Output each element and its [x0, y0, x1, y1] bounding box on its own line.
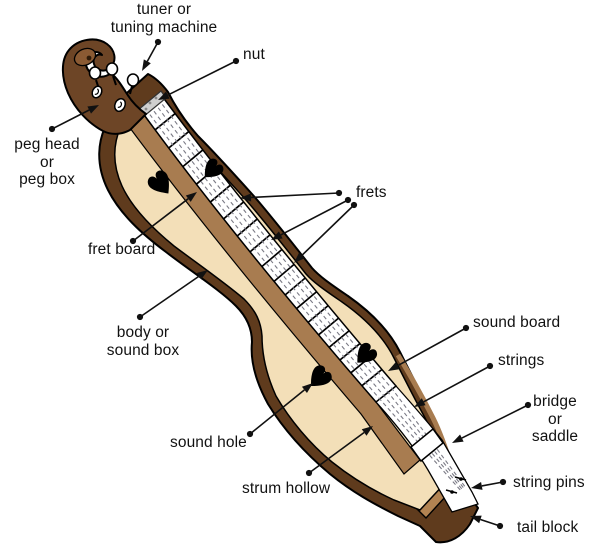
- label-tuner-or-tuning-machine: tuner or tuning machine: [110, 1, 218, 36]
- string-line: [149, 105, 464, 491]
- arrowhead-icon: [294, 252, 305, 263]
- callout-line: [480, 518, 501, 527]
- callout-dot: [499, 478, 507, 486]
- sound-hole-heart-icon: [310, 365, 332, 387]
- arrowhead-icon: [158, 91, 170, 100]
- label-strum-hollow: strum hollow: [242, 480, 331, 497]
- label-body-or-sound-box: body or sound box: [106, 324, 180, 359]
- string-line: [145, 108, 463, 493]
- arrowhead-icon: [196, 270, 208, 280]
- callout-line: [280, 199, 349, 236]
- tuner-icon: [88, 66, 102, 80]
- callout-dot: [524, 401, 532, 409]
- label-sound-board: sound board: [473, 314, 561, 331]
- fret-line: [182, 149, 204, 168]
- label-fret-board: fret board: [88, 241, 156, 258]
- callout-line: [461, 404, 529, 439]
- callout-line: [139, 275, 200, 318]
- callout-line: [167, 60, 237, 96]
- tuner-icon: [105, 62, 119, 76]
- arrowhead-icon: [471, 482, 483, 490]
- callout-dot: [350, 201, 358, 209]
- tuners: [88, 62, 140, 113]
- tuner-icon: [126, 73, 140, 87]
- string-line: [153, 101, 466, 490]
- arrowhead-icon: [142, 59, 151, 71]
- arrowhead-icon: [301, 383, 313, 394]
- arrowhead-icon: [271, 231, 283, 240]
- callout-dot: [344, 196, 352, 204]
- sound-hole-heart-icon: [147, 170, 169, 194]
- arrowhead-icon: [452, 434, 464, 443]
- callout-line: [481, 481, 504, 487]
- callout-dot: [486, 362, 494, 370]
- peg-head-curl-center: [86, 55, 92, 61]
- callout-line: [423, 365, 491, 403]
- arrowhead-icon: [470, 515, 482, 524]
- peg-head: [61, 38, 147, 135]
- tuner-button-icon: [113, 97, 127, 113]
- callout-line: [301, 204, 355, 256]
- sound-holes: [147, 158, 378, 387]
- fret-line: [328, 330, 350, 348]
- label-bridge-or-saddle: bridge or saddle: [531, 393, 579, 445]
- callout-line: [250, 192, 340, 199]
- callout-line: [146, 41, 159, 62]
- string-line: [157, 98, 467, 489]
- bridge-saddle: [409, 427, 445, 463]
- fret-line: [273, 263, 295, 283]
- callout-dot: [129, 237, 137, 245]
- fret-line: [318, 317, 340, 336]
- label-nut: nut: [243, 46, 265, 63]
- callout-dot: [462, 324, 470, 332]
- callout-dot: [335, 189, 343, 197]
- label-sound-hole: sound hole: [170, 434, 247, 451]
- callout-dot: [136, 313, 144, 321]
- tuner-button-icon: [91, 85, 103, 99]
- arrowhead-icon: [240, 193, 252, 202]
- label-frets: frets: [356, 184, 387, 201]
- arrowhead-icon: [361, 426, 373, 436]
- sound-hole-heart-icon: [204, 158, 224, 178]
- callout-dot: [246, 430, 254, 438]
- arrowhead-icon: [388, 362, 400, 371]
- callout-line: [308, 431, 365, 474]
- fret-line: [296, 291, 318, 310]
- callout-dot: [154, 38, 162, 46]
- arrowhead-icon: [185, 192, 197, 202]
- arrowhead-icon: [414, 398, 426, 407]
- string-pins: [445, 476, 467, 494]
- callout-line: [51, 109, 90, 130]
- arrowhead-icon: [87, 105, 99, 114]
- callout-line: [397, 327, 467, 367]
- label-tail-block: tail block: [517, 519, 579, 536]
- callout-dot: [305, 469, 313, 477]
- sound-hole-heart-icon: [357, 342, 378, 363]
- callout-line: [132, 198, 189, 242]
- callout-dot: [496, 522, 504, 530]
- label-strings: strings: [498, 352, 545, 369]
- callout-dot: [232, 57, 240, 65]
- callout-line: [249, 389, 305, 435]
- label-peg-head-or-peg-box: peg head or peg box: [14, 136, 80, 188]
- callout-dot: [48, 125, 56, 133]
- fret-line: [261, 248, 283, 268]
- label-string-pins: string pins: [513, 474, 585, 491]
- strings: [145, 98, 467, 493]
- peg-head-curl: [73, 47, 97, 67]
